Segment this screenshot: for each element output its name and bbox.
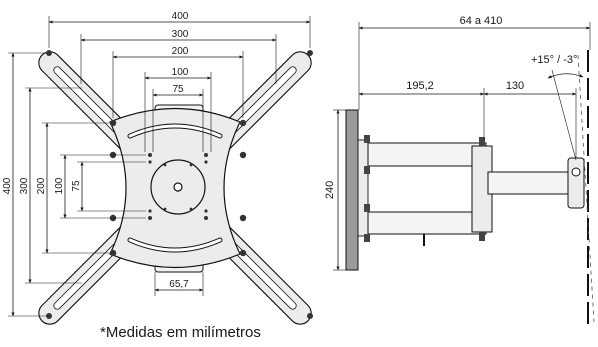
front-view: 400 300 200 100 75 65,7 400 300 200 100 … [2,11,313,325]
lower-arm-1 [367,211,487,235]
dim-v-100: 100 [54,177,65,194]
wall-plate [345,109,359,271]
tilt-pivot [571,167,581,177]
dim-h-200: 200 [172,46,189,57]
upper-arm-1 [367,142,487,167]
label-arm-length-2: 130 [506,80,524,92]
dim-v-300: 300 [19,177,30,194]
vertical-dimension-labels: 400 300 200 100 75 [2,177,82,194]
tilt-head [567,157,585,209]
tilt-arc [547,73,584,79]
arm-2 [487,171,581,195]
vesa-holes [46,50,313,319]
dim-v-400: 400 [2,177,13,194]
vertical-dimensions [8,52,146,317]
horizontal-dimensions [48,16,311,296]
footnote: *Medidas em milímetros [100,324,261,341]
dim-h-100: 100 [172,67,189,78]
dim-v-200: 200 [36,177,47,194]
dim-h-400: 400 [172,11,189,22]
label-arm-length-1: 195,2 [406,80,434,92]
label-tilt-range: +15° / -3° [531,54,577,66]
center-plate-bottom-slot-inner [128,238,222,252]
center-hole [173,182,183,192]
label-extension-range: 64 a 410 [460,15,503,27]
horizontal-dimension-labels: 400 300 200 100 75 65,7 [169,11,189,290]
label-wall-plate-height: 240 [324,181,336,199]
dim-h-75: 75 [172,84,184,95]
dim-bracket-width: 65,7 [169,279,189,290]
wall-bracket [357,139,369,237]
side-view: 64 a 410 195,2 130 +15° / -3° 240 [324,15,595,328]
side-view-labels: 64 a 410 195,2 130 +15° / -3° 240 [324,15,577,199]
dim-v-75: 75 [71,180,82,192]
dim-h-300: 300 [172,29,189,40]
